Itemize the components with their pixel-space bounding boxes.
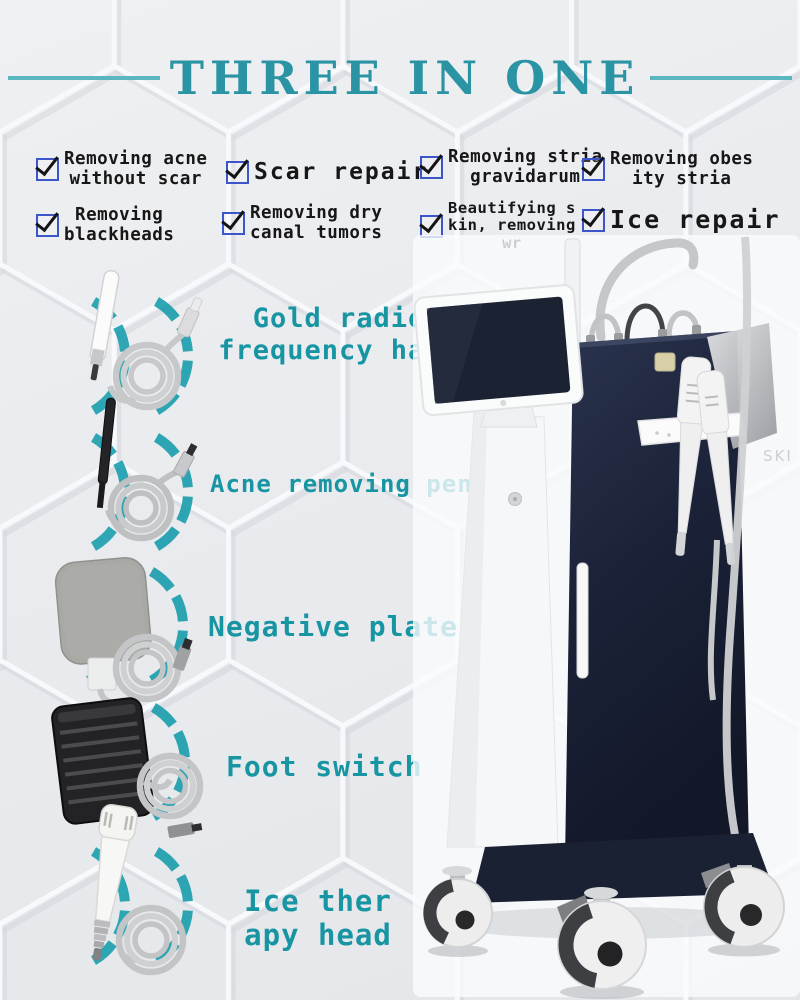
product-acne-pen (35, 397, 240, 574)
caster-right (701, 863, 785, 948)
checked-checkbox-icon[interactable] (36, 214, 59, 238)
holstered-handpiece (696, 370, 736, 565)
checked-checkbox-icon[interactable] (222, 212, 245, 236)
ice-head-photo (92, 804, 187, 976)
checked-checkbox-icon[interactable] (36, 158, 59, 182)
product-rf-handpiece (35, 269, 240, 438)
machine-photo: SKI (413, 235, 800, 999)
product-ice-head (35, 804, 240, 988)
checked-checkbox-icon[interactable] (420, 156, 443, 180)
caster-center (557, 887, 647, 990)
wheel-shadow (560, 985, 644, 999)
wheel-shadow (428, 945, 488, 957)
feature-item: Ice repair (582, 206, 781, 234)
feature-label: Removing dry canal tumors (250, 203, 383, 243)
feature-item: Removing obes ity stria (582, 149, 754, 189)
background-watermark: SKI (763, 447, 793, 465)
feature-label: Removing blackheads (64, 205, 175, 245)
title-rule-right (650, 76, 793, 80)
feature-label: Removing acne without scar (64, 149, 208, 189)
product-foot-switch (32, 694, 237, 844)
product-label-foot-switch: Foot switch (226, 750, 423, 783)
machine-screen (413, 284, 584, 417)
feature-label: Ice repair (610, 205, 781, 234)
wheel-shadow (708, 943, 780, 957)
feature-label: Removing stria gravidarum (448, 147, 603, 187)
checked-checkbox-icon[interactable] (582, 158, 605, 182)
negative-plate-photo (54, 557, 193, 706)
acne-pen-photo (96, 397, 198, 542)
long-side-cable (722, 236, 752, 881)
feature-item: Removing blackheads (36, 205, 175, 245)
title-rule-left (7, 76, 160, 80)
feature-item: Removing stria gravidarum (420, 147, 603, 187)
checked-checkbox-icon[interactable] (582, 208, 605, 232)
caster-left (423, 866, 493, 948)
machine-cables (588, 238, 700, 348)
rf-handpiece-photo (89, 269, 203, 411)
product-negative-plate (30, 557, 235, 708)
machine-cabinet (565, 331, 749, 863)
feature-item: Scar repair (226, 159, 429, 186)
foot-switch-photo (51, 697, 204, 839)
title-block: THREE IN ONE (0, 48, 800, 108)
feature-label: Removing obes ity stria (610, 149, 754, 189)
feature-label: Scar repair (254, 159, 429, 185)
product-label-ice-head: Ice ther apy head (244, 884, 392, 953)
page-title: THREE IN ONE (169, 51, 641, 105)
feature-item: Removing dry canal tumors (222, 203, 383, 243)
feature-item: Removing acne without scar (36, 149, 208, 189)
checked-checkbox-icon[interactable] (226, 161, 249, 185)
